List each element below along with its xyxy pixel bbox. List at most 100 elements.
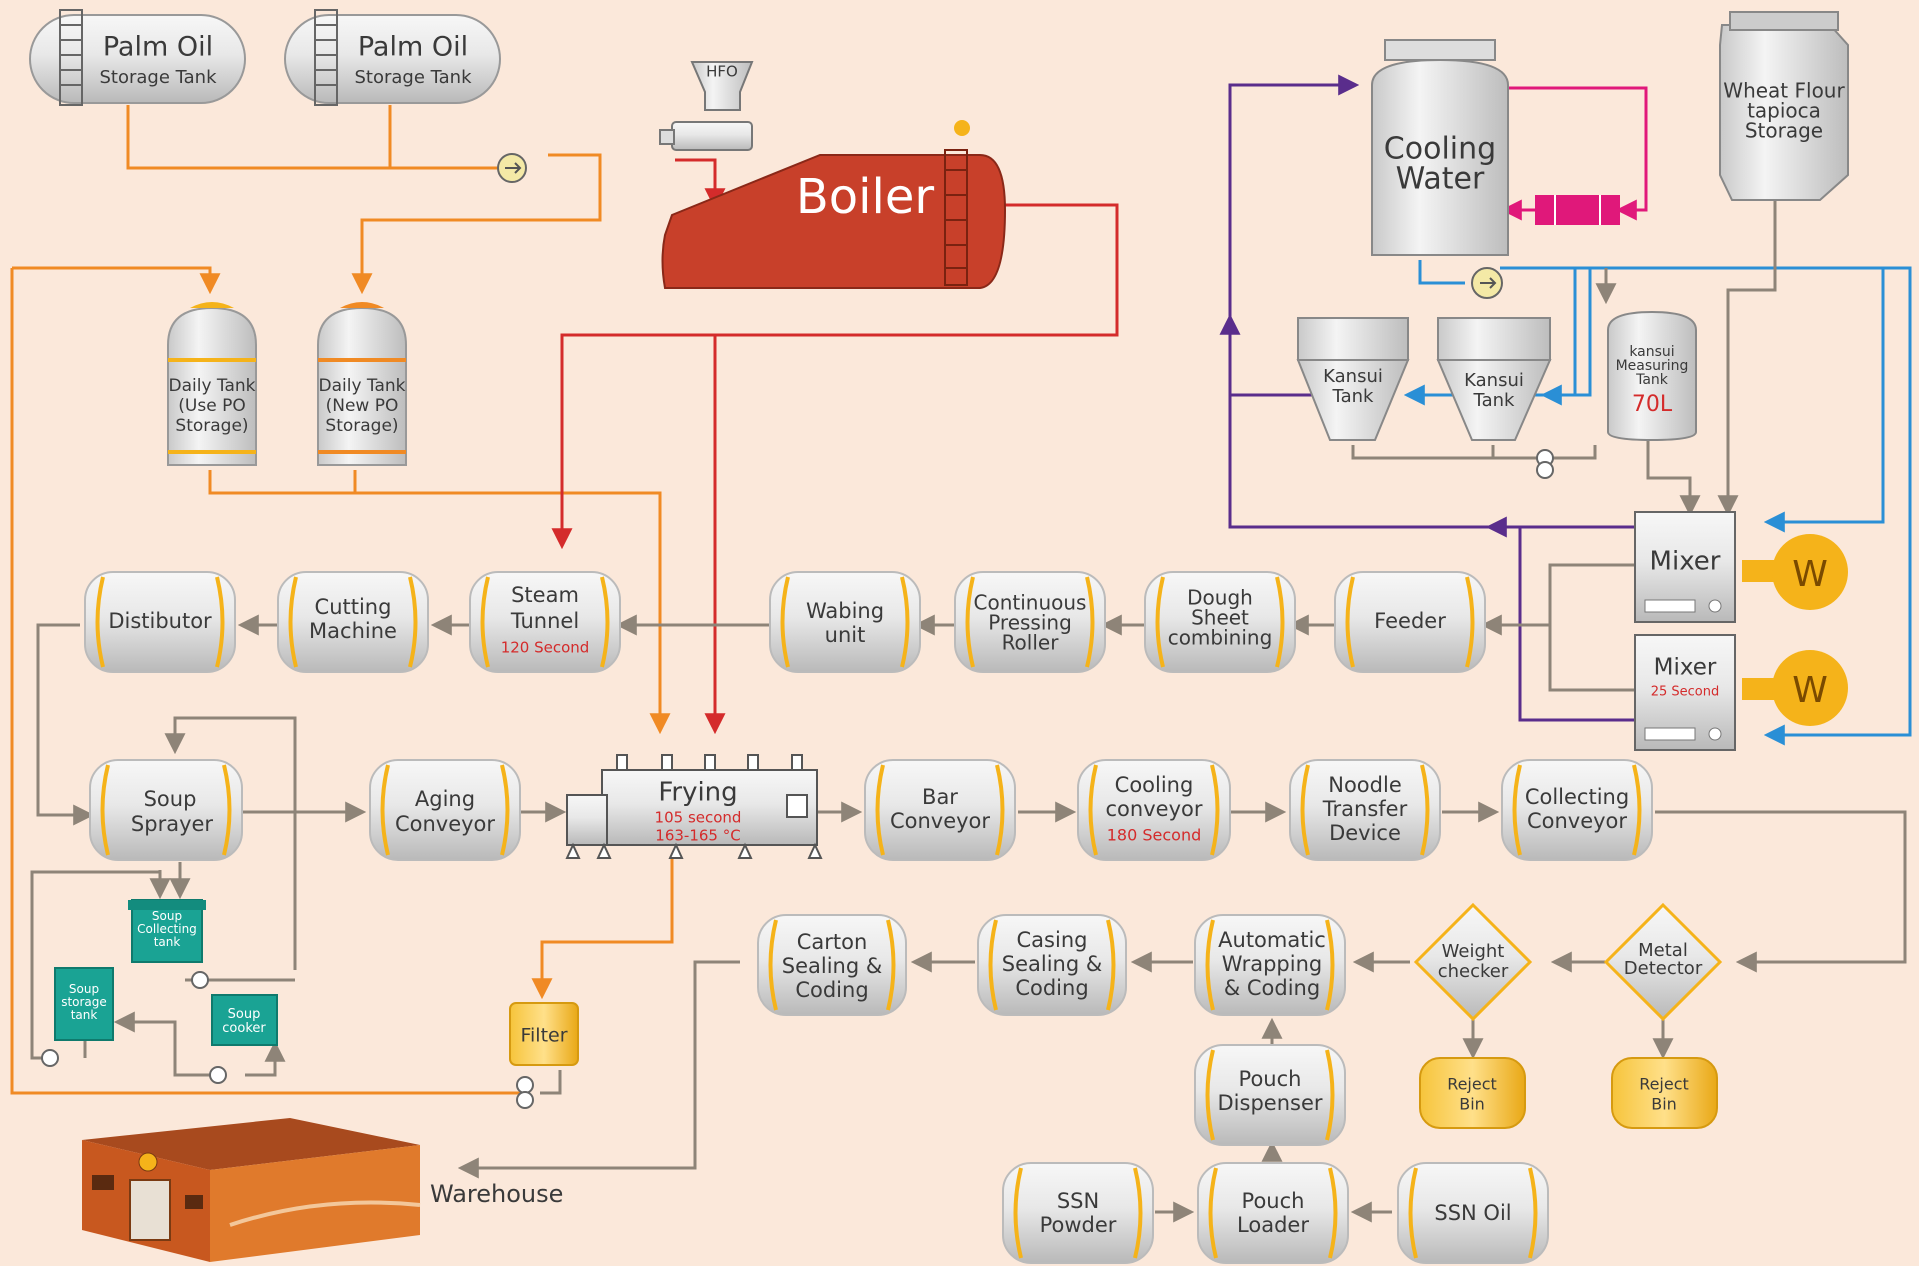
casing-line3: Coding [1015, 976, 1088, 1000]
measure-line2: Measuring [1616, 358, 1689, 374]
wabing-line1: Wabing [806, 599, 884, 623]
wheat-line1: Wheat Flour [1723, 79, 1845, 103]
noodle-line1: Noodle [1328, 773, 1402, 797]
soup-storage-line2: storage [61, 995, 107, 1009]
reject-bin-1: Reject Bin [1419, 1057, 1526, 1129]
warehouse-label: Warehouse [430, 1180, 563, 1208]
frying-temp: 163-165 °C [655, 827, 740, 845]
daily-tank-2-line1: Daily Tank [318, 376, 405, 396]
weight-checker: Weight checker [1413, 902, 1533, 1022]
reject-2-line1: Reject [1639, 1075, 1689, 1094]
kansui-1-line2: Tank [1332, 386, 1374, 407]
heat-exchanger [1535, 195, 1620, 225]
oil-pump-icon [497, 153, 527, 183]
metal-line1: Metal [1638, 940, 1688, 961]
mixer-motor-2-icon: W [1742, 650, 1848, 726]
ssn-oil: SSN Oil [1397, 1162, 1549, 1264]
noodle-line2: Transfer [1322, 797, 1408, 821]
palm-oil-storage-tank-1: Palm Oil Storage Tank [29, 9, 246, 106]
roller-line1: Continuous [974, 591, 1087, 615]
palm-tank-1-title: Palm Oil [103, 32, 213, 63]
palm-tank-2-subtitle: Storage Tank [354, 67, 472, 88]
process-lines [30, 200, 1907, 1223]
pouch-disp-line2: Dispenser [1218, 1091, 1323, 1115]
soup-collect-line2: Collecting [137, 922, 197, 936]
ssn-powder: SSN Powder [1002, 1162, 1154, 1264]
daily-tank-1-line2: (Use PO [178, 396, 245, 416]
daily-tank-2-line2: (New PO [326, 396, 399, 416]
weight-line2: checker [1438, 961, 1509, 982]
ssn-oil-label: SSN Oil [1434, 1201, 1511, 1225]
steam-line1: Steam [511, 583, 579, 607]
cooling-conveyor: Cooling conveyor 180 Second [1077, 759, 1231, 861]
auto-line1: Automatic [1218, 928, 1326, 952]
cooling-conv-time: 180 Second [1107, 826, 1202, 845]
cutting-line2: Machine [309, 619, 397, 643]
cooling-conv-line2: conveyor [1106, 797, 1203, 821]
bar-line1: Bar [922, 785, 958, 809]
dough-line1: Dough [1187, 586, 1253, 610]
casing-sealing-coding: Casing Sealing & Coding [977, 914, 1127, 1016]
cooling-conv-line1: Cooling [1115, 773, 1194, 797]
weight-line1: Weight [1442, 941, 1505, 962]
kansui-2-line1: Kansui [1464, 370, 1524, 391]
hfo-hopper: HFO [659, 61, 754, 151]
continuous-pressing-roller: Continuous Pressing Roller [954, 571, 1106, 673]
magenta-lines [1500, 86, 1648, 221]
carton-line1: Carton [797, 930, 868, 954]
kansui-2-line2: Tank [1473, 390, 1515, 411]
boiler: Boiler [661, 120, 1007, 289]
soup-sprayer: Soup Sprayer [89, 759, 243, 861]
reject-1-line2: Bin [1459, 1095, 1485, 1114]
cutting-machine: Cutting Machine [277, 571, 429, 673]
ssn-powder-line2: Powder [1040, 1213, 1117, 1237]
mixer-1: Mixer [1634, 511, 1736, 623]
feeder-label: Feeder [1374, 609, 1446, 633]
filter: Filter [509, 1002, 579, 1066]
aging-conveyor: Aging Conveyor [369, 759, 521, 861]
soup-cooker: Soup cooker [211, 994, 278, 1046]
soup-cooker-line2: cooker [222, 1021, 266, 1036]
filter-label: Filter [520, 1025, 567, 1047]
bar-conveyor: Bar Conveyor [864, 759, 1016, 861]
reject-bin-2: Reject Bin [1611, 1057, 1718, 1129]
soup-storage-line3: tank [71, 1008, 98, 1022]
kansui-tank-1: Kansui Tank [1296, 317, 1410, 441]
steam-time: 120 Second [501, 639, 590, 657]
reject-2-line2: Bin [1651, 1095, 1677, 1114]
kansui-1-line1: Kansui [1323, 366, 1383, 387]
cooling-water-line1: Cooling [1384, 132, 1496, 167]
oil-lines [10, 105, 674, 1095]
distributor: Distibutor [84, 571, 236, 673]
frying-machine: Frying 105 second 163-165 °C [565, 754, 823, 859]
mixer-motor-1-icon: W [1742, 534, 1848, 610]
daily-tank-1-line3: Storage) [175, 416, 248, 436]
steam-line2: Tunnel [510, 609, 579, 633]
reject-1-line1: Reject [1447, 1075, 1497, 1094]
wabing-line2: unit [825, 623, 866, 647]
collecting-line2: Conveyor [1527, 809, 1627, 833]
distributor-label: Distibutor [108, 609, 212, 633]
automatic-wrapping-coding: Automatic Wrapping & Coding [1194, 914, 1346, 1016]
boiler-lamp-icon [954, 120, 970, 136]
soup-collecting-tank: Soup Collecting tank [128, 899, 206, 963]
frying-control-panel-icon [786, 794, 808, 818]
frying-time: 105 second [655, 809, 742, 827]
measure-volume: 70L [1632, 392, 1673, 417]
water-pump-icon [1471, 267, 1503, 299]
dough-line3: combining [1168, 626, 1273, 650]
carton-sealing-coding: Carton Sealing & Coding [757, 914, 907, 1016]
noodle-transfer-device: Noodle Transfer Device [1289, 759, 1441, 861]
wheat-flour-storage: Wheat Flour tapioca Storage [1719, 11, 1849, 201]
roller-line3: Roller [1002, 631, 1060, 655]
cooling-water-tank: Cooling Water [1371, 39, 1509, 256]
wheat-line2: tapioca [1747, 99, 1821, 123]
feeder: Feeder [1334, 571, 1486, 673]
soup-sprayer-line2: Sprayer [131, 812, 214, 836]
noodle-line3: Device [1329, 821, 1401, 845]
aging-line1: Aging [415, 787, 475, 811]
roller-line2: Pressing [988, 611, 1072, 635]
daily-tank-new-po: Daily Tank (New PO Storage) [317, 302, 407, 466]
soup-sprayer-line1: Soup [144, 787, 197, 811]
pouch-loader-line2: Loader [1237, 1213, 1309, 1237]
